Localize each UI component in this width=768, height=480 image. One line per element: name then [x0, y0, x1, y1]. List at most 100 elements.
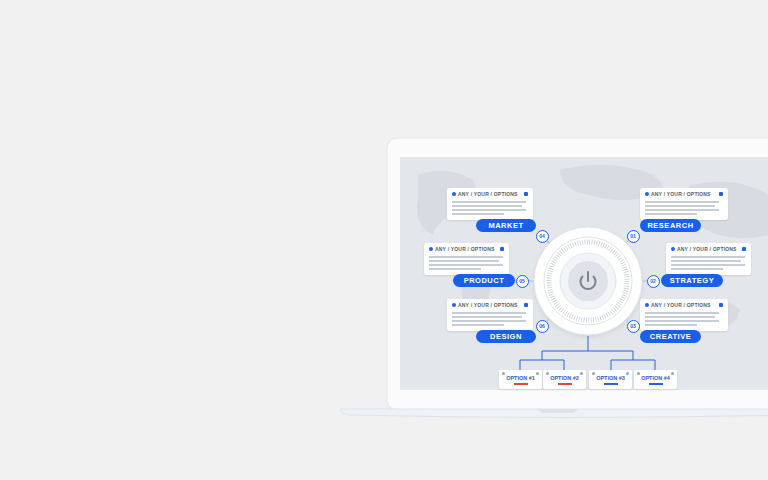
callout-number: 05	[516, 275, 529, 288]
text-placeholder	[429, 256, 503, 258]
laptop-base	[340, 409, 768, 418]
number-text: 01	[630, 233, 636, 239]
hub-inner	[560, 253, 616, 309]
option-box: OPTION #2	[543, 370, 586, 389]
option-label: OPTION #2	[543, 375, 586, 381]
category-pill: STRATEGY	[661, 274, 723, 287]
card-icon	[524, 192, 528, 196]
option-label: OPTION #4	[634, 375, 677, 381]
pin-icon	[645, 303, 649, 307]
laptop-screen	[400, 157, 768, 390]
laptop-notch	[538, 409, 578, 413]
card-icon	[719, 192, 723, 196]
hub-ticks	[549, 242, 627, 320]
pill-label: CREATIVE	[650, 332, 691, 341]
text-placeholder	[452, 324, 504, 326]
text-placeholder	[671, 264, 745, 266]
category-pill: PRODUCT	[453, 274, 515, 287]
number-text: 03	[630, 323, 636, 329]
pin-dot	[592, 372, 595, 375]
option-box: OPTION #4	[634, 370, 677, 389]
laptop-bezel	[387, 138, 768, 410]
option-box: OPTION #3	[589, 370, 632, 389]
text-placeholder	[671, 268, 723, 270]
text-placeholder	[645, 316, 715, 318]
pin-dot	[580, 372, 583, 375]
callout-number: 02	[647, 275, 660, 288]
option-underline	[649, 383, 663, 385]
card-icon	[742, 247, 746, 251]
option-card: ANY / YOUR / OPTIONS	[447, 188, 533, 220]
pin-icon	[671, 247, 675, 251]
card-heading: ANY / YOUR / OPTIONS	[435, 246, 495, 252]
card-icon	[719, 303, 723, 307]
callout-number: 04	[536, 230, 549, 243]
card-icon	[500, 247, 504, 251]
text-placeholder	[452, 320, 526, 322]
pin-dot	[536, 372, 539, 375]
number-text: 04	[539, 233, 545, 239]
option-label: OPTION #3	[589, 375, 632, 381]
pin-icon	[645, 192, 649, 196]
power-icon	[581, 272, 596, 289]
callout-number: 01	[627, 230, 640, 243]
hub-ring	[544, 237, 632, 325]
pill-label: PRODUCT	[464, 276, 505, 285]
pill-label: STRATEGY	[670, 276, 714, 285]
text-placeholder	[429, 268, 481, 270]
text-placeholder	[671, 260, 741, 262]
pin-dot	[546, 372, 549, 375]
callout-number: 03	[627, 320, 640, 333]
category-pill: RESEARCH	[640, 219, 701, 232]
number-text: 05	[519, 278, 525, 284]
pin-icon	[452, 192, 456, 196]
text-placeholder	[645, 205, 715, 207]
text-placeholder	[645, 209, 719, 211]
pin-dot	[502, 372, 505, 375]
text-placeholder	[429, 260, 499, 262]
text-placeholder	[452, 316, 522, 318]
option-card: ANY / YOUR / OPTIONS	[640, 188, 728, 220]
option-card: ANY / YOUR / OPTIONS	[640, 299, 728, 331]
card-heading: ANY / YOUR / OPTIONS	[458, 302, 518, 308]
text-placeholder	[452, 201, 526, 203]
category-pill: MARKET	[476, 219, 536, 232]
text-placeholder	[671, 256, 745, 258]
number-text: 02	[650, 278, 656, 284]
bezel-shadow	[390, 142, 768, 414]
card-heading: ANY / YOUR / OPTIONS	[677, 246, 737, 252]
category-pill: CREATIVE	[640, 330, 701, 343]
hub-outer	[534, 227, 642, 335]
option-underline	[558, 383, 572, 385]
option-card: ANY / YOUR / OPTIONS	[424, 243, 509, 275]
option-card: ANY / YOUR / OPTIONS	[666, 243, 751, 275]
card-heading: ANY / YOUR / OPTIONS	[651, 191, 711, 197]
option-card: ANY / YOUR / OPTIONS	[447, 299, 533, 331]
card-heading: ANY / YOUR / OPTIONS	[651, 302, 711, 308]
number-text: 06	[539, 323, 545, 329]
text-placeholder	[645, 213, 697, 215]
hub-button	[568, 261, 608, 301]
pin-icon	[429, 247, 433, 251]
option-box: OPTION #1	[499, 370, 542, 389]
card-icon	[524, 303, 528, 307]
option-underline	[604, 383, 618, 385]
pill-label: MARKET	[488, 221, 523, 230]
card-heading: ANY / YOUR / OPTIONS	[458, 191, 518, 197]
pin-icon	[452, 303, 456, 307]
text-placeholder	[452, 209, 526, 211]
text-placeholder	[645, 201, 719, 203]
pill-label: DESIGN	[490, 332, 522, 341]
text-placeholder	[452, 312, 526, 314]
text-placeholder	[429, 264, 503, 266]
pin-dot	[637, 372, 640, 375]
text-placeholder	[645, 324, 697, 326]
callout-number: 06	[536, 320, 549, 333]
text-placeholder	[645, 312, 719, 314]
text-placeholder	[452, 213, 504, 215]
text-placeholder	[645, 320, 719, 322]
category-pill: DESIGN	[476, 330, 536, 343]
pin-dot	[671, 372, 674, 375]
pill-label: RESEARCH	[647, 221, 693, 230]
